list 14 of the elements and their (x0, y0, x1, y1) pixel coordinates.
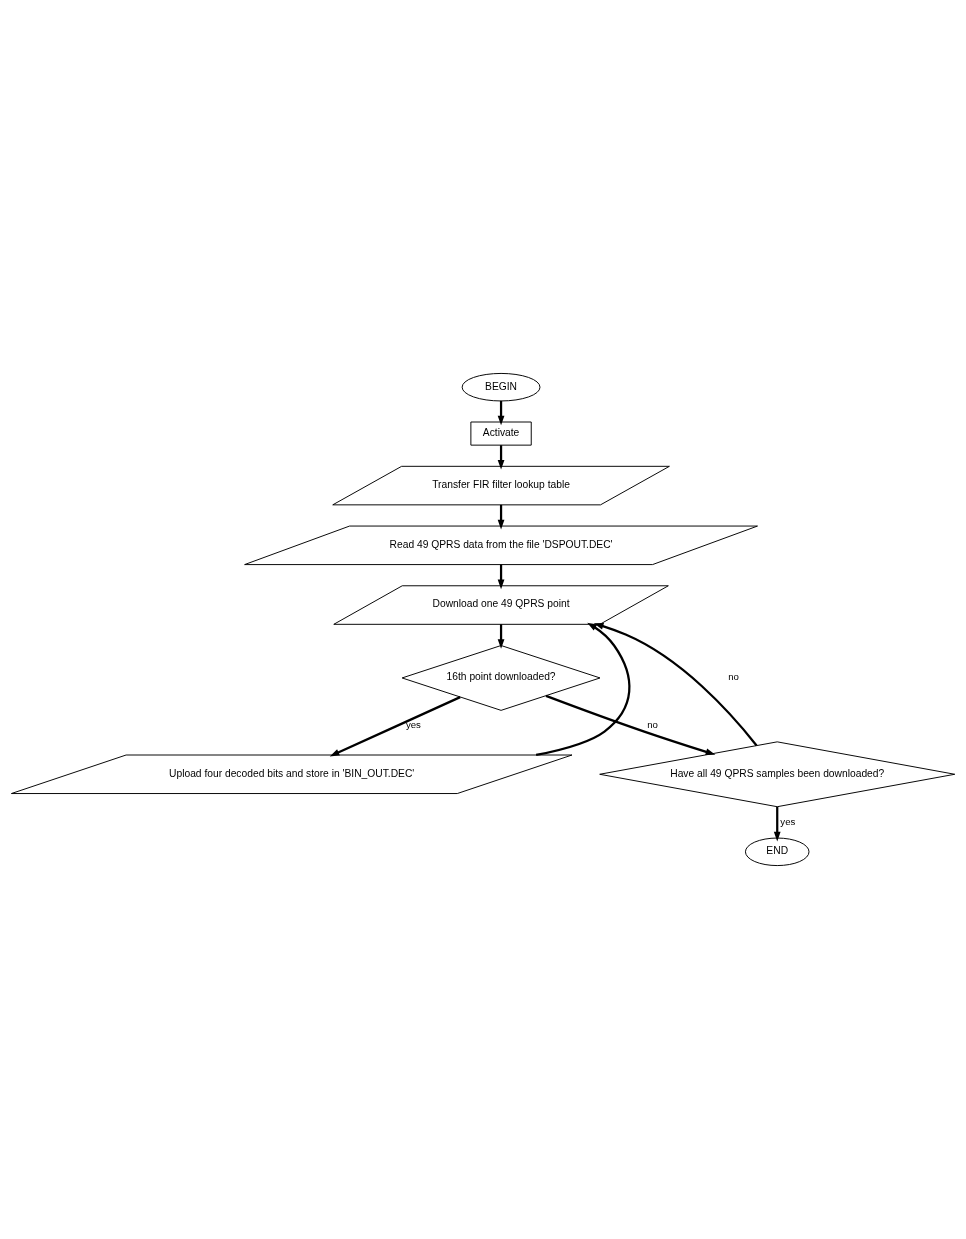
arrow (773, 806, 781, 842)
edge-label: no (647, 719, 658, 731)
edge-label: no (728, 671, 739, 683)
edge-label: yes (780, 815, 796, 827)
arrow (593, 622, 758, 747)
edge-label: yes (405, 719, 421, 731)
node-ellipse: BEGIN (461, 372, 541, 402)
node-diamond: 16th point downloaded? (401, 645, 601, 711)
arrow (535, 622, 631, 757)
arrow (329, 696, 461, 757)
node-diamond: Have all 49 QPRS samples been downloaded? (599, 741, 956, 808)
arrow (545, 694, 716, 756)
node-ellipse: END (744, 837, 810, 867)
node-box: Activate (470, 421, 532, 446)
